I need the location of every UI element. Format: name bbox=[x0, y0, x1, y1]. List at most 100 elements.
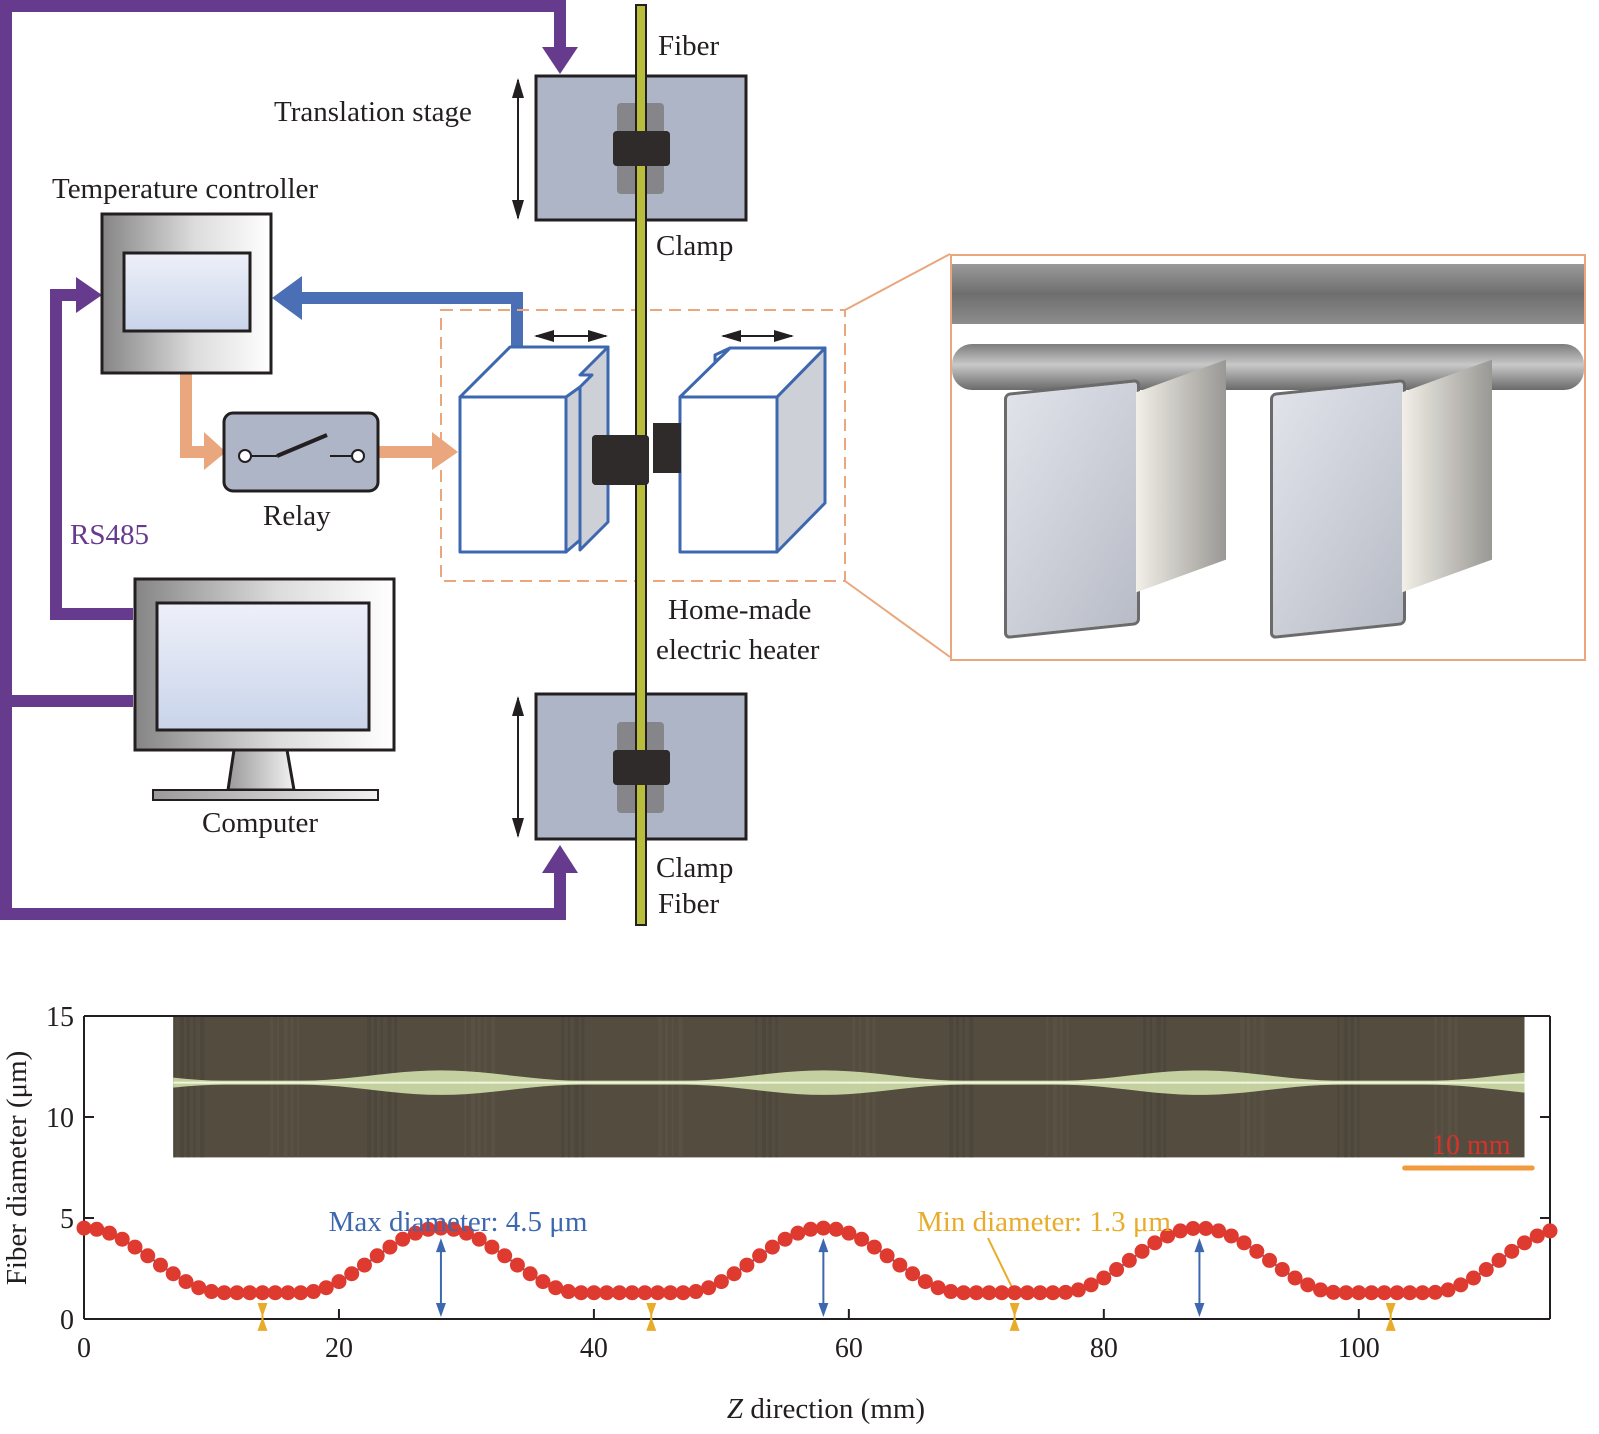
data-point bbox=[152, 1257, 168, 1273]
data-point bbox=[650, 1285, 666, 1301]
inset-streak bbox=[768, 1016, 772, 1158]
inset-streak bbox=[561, 1016, 565, 1158]
inset-streak bbox=[1163, 1016, 1167, 1158]
inset-streak bbox=[1149, 1016, 1152, 1158]
inset-streak bbox=[658, 1016, 663, 1158]
data-point bbox=[815, 1220, 831, 1236]
data-point bbox=[446, 1221, 462, 1237]
data-point bbox=[1083, 1277, 1099, 1293]
data-point bbox=[637, 1285, 653, 1301]
data-point bbox=[560, 1284, 576, 1300]
inset-streak bbox=[671, 1016, 674, 1158]
data-point bbox=[1007, 1285, 1023, 1301]
min-diameter-arrow bbox=[257, 1303, 268, 1331]
microscope-inset bbox=[173, 1016, 1535, 1171]
inset-streak bbox=[567, 1016, 570, 1158]
inset-streak bbox=[775, 1016, 778, 1158]
data-point bbox=[267, 1285, 283, 1301]
data-point bbox=[1338, 1285, 1354, 1301]
data-point bbox=[1032, 1285, 1048, 1301]
inset-streak bbox=[581, 1016, 585, 1158]
data-point bbox=[1504, 1243, 1520, 1259]
arrow-head-up bbox=[1194, 1238, 1205, 1253]
arrow-head-up bbox=[257, 1316, 268, 1331]
photo-heater-right-side bbox=[1402, 359, 1492, 593]
data-point bbox=[1325, 1284, 1341, 1300]
data-point bbox=[458, 1225, 474, 1241]
min-diameter-arrow bbox=[1385, 1303, 1396, 1331]
data-point bbox=[1274, 1262, 1290, 1278]
inset-streak bbox=[186, 1016, 190, 1158]
label-clamp-top: Clamp bbox=[656, 230, 733, 262]
arrow-to-heater bbox=[432, 432, 458, 470]
data-point bbox=[433, 1220, 449, 1236]
data-point bbox=[688, 1284, 704, 1300]
data-point bbox=[331, 1274, 347, 1290]
inset-streak bbox=[200, 1016, 205, 1158]
data-point bbox=[140, 1248, 156, 1264]
arrow-head-down bbox=[435, 1303, 446, 1317]
data-point bbox=[548, 1280, 564, 1296]
data-point bbox=[994, 1285, 1010, 1301]
inset-streak bbox=[852, 1016, 856, 1158]
data-point bbox=[178, 1274, 194, 1290]
min-diameter-arrow bbox=[1009, 1303, 1020, 1331]
computer bbox=[133, 577, 396, 801]
data-point bbox=[1109, 1262, 1125, 1278]
data-point bbox=[777, 1231, 793, 1247]
inset-streak bbox=[1434, 1016, 1438, 1158]
max-diameter-arrow bbox=[818, 1238, 829, 1317]
arrow-head-down bbox=[257, 1303, 268, 1317]
min-label-leader bbox=[987, 1237, 1016, 1294]
inset-streak bbox=[387, 1016, 392, 1158]
data-point bbox=[701, 1280, 717, 1296]
data-point bbox=[611, 1285, 627, 1301]
rs485-bus-lines bbox=[0, 0, 566, 920]
inset-background bbox=[173, 1016, 1525, 1158]
heater-block-left bbox=[458, 345, 610, 554]
data-point bbox=[917, 1274, 933, 1290]
inset-streak bbox=[477, 1016, 481, 1158]
data-point bbox=[1262, 1252, 1278, 1268]
power-line-controller-relay bbox=[180, 372, 212, 458]
arrow-head-up bbox=[1385, 1316, 1396, 1331]
callout-line-top bbox=[844, 253, 951, 311]
arrow-head-up bbox=[435, 1238, 446, 1253]
data-point bbox=[1478, 1262, 1494, 1278]
max-diameter-arrow bbox=[435, 1238, 446, 1317]
data-point bbox=[624, 1285, 640, 1301]
inset-streak bbox=[1440, 1016, 1443, 1158]
data-point bbox=[114, 1231, 130, 1247]
data-point bbox=[1542, 1223, 1558, 1239]
inset-streak bbox=[678, 1016, 683, 1158]
chart-series bbox=[76, 1220, 1558, 1301]
label-heater-line2: electric heater bbox=[656, 634, 820, 666]
inset-streak bbox=[1240, 1016, 1245, 1158]
data-point bbox=[484, 1239, 500, 1255]
inset-streak bbox=[470, 1016, 475, 1158]
data-point bbox=[254, 1285, 270, 1301]
inset-streak bbox=[1357, 1016, 1360, 1158]
arrow-to-top-stage bbox=[542, 47, 578, 74]
data-point bbox=[790, 1225, 806, 1241]
inset-streak bbox=[664, 1016, 668, 1158]
inset-streak bbox=[949, 1016, 954, 1158]
data-point bbox=[1236, 1235, 1252, 1251]
data-point bbox=[1529, 1228, 1545, 1244]
data-point bbox=[1070, 1282, 1086, 1298]
data-point bbox=[1287, 1270, 1303, 1286]
arrow-to-controller-blue bbox=[272, 276, 302, 320]
x-tick-label: 80 bbox=[1090, 1333, 1118, 1364]
photo-heater-right bbox=[1270, 378, 1406, 640]
inset-streak bbox=[865, 1016, 870, 1158]
inset-streak bbox=[1052, 1016, 1057, 1158]
arrow-head-up bbox=[1009, 1316, 1020, 1331]
inset-streak bbox=[484, 1016, 487, 1158]
inset-streak bbox=[290, 1016, 294, 1158]
data-point bbox=[395, 1231, 411, 1247]
y-tick-label: 10 bbox=[46, 1103, 74, 1134]
data-point bbox=[943, 1284, 959, 1300]
inset-streak bbox=[1143, 1016, 1147, 1158]
data-point bbox=[1402, 1285, 1418, 1301]
